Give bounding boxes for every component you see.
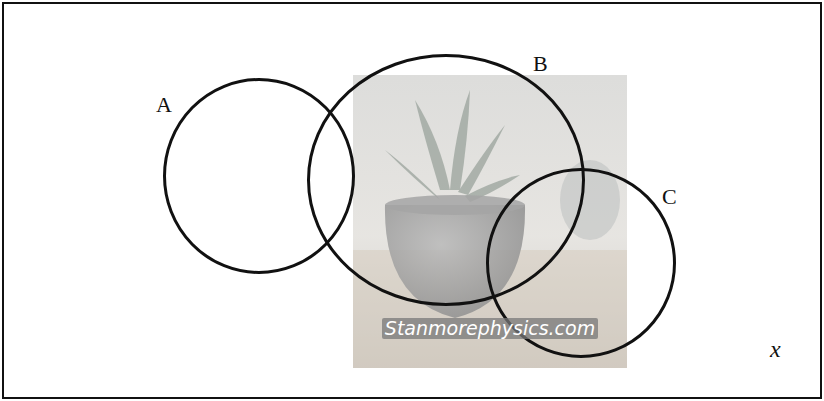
set-circle: A [163, 78, 355, 274]
set-label: x [770, 336, 781, 363]
set-label: A [156, 92, 172, 118]
set-circle: B [307, 54, 585, 306]
circle-outline [307, 54, 585, 306]
watermark-text: Stanmorephysics.com [382, 318, 598, 339]
circle-outline [309, 56, 584, 305]
circle-outline [165, 80, 354, 273]
circle-outline [163, 78, 355, 274]
set-label: C [662, 184, 677, 210]
set-label: B [533, 51, 548, 77]
